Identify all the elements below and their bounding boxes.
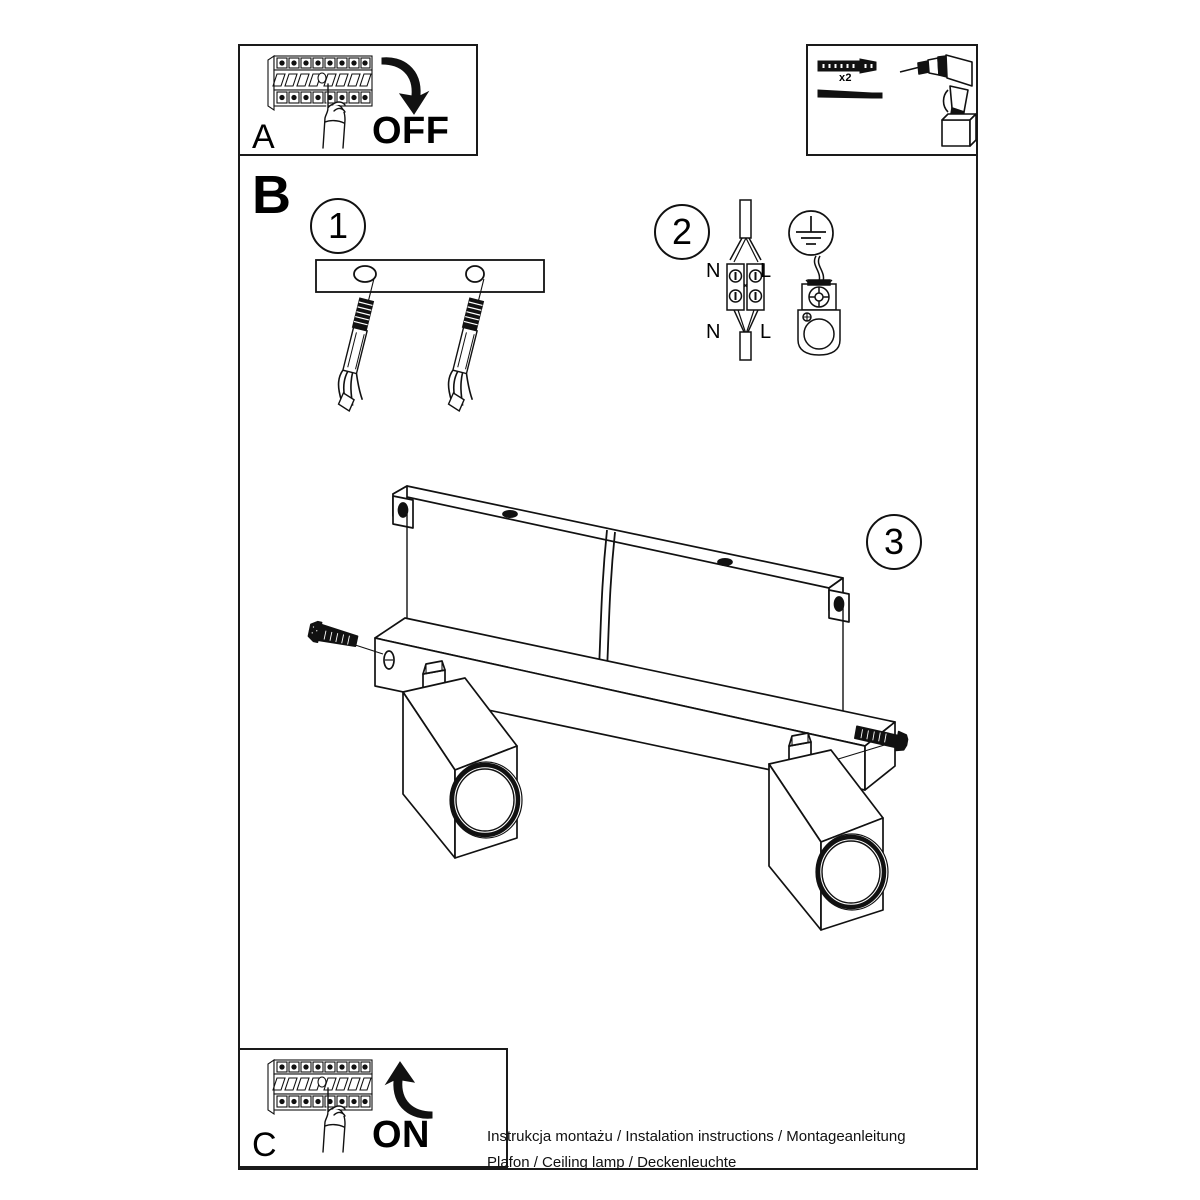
step-1-mounting-diagram xyxy=(315,259,545,412)
terminal-label-l-top: L xyxy=(760,260,772,282)
arrow-up-on-icon xyxy=(384,1061,433,1119)
terminal-label-n-bottom: N xyxy=(706,321,721,343)
section-a-letter: A xyxy=(252,118,275,156)
circuit-breaker-panel-on-icon xyxy=(267,1058,373,1116)
step-2-badge: 2 xyxy=(654,204,710,260)
on-label: ON xyxy=(372,1114,430,1156)
off-label: OFF xyxy=(372,110,450,152)
footer-text-block: Instrukcja montażu / Instalation instruc… xyxy=(487,1124,957,1176)
section-c-letter: C xyxy=(252,1126,277,1164)
footer-line-1: Instrukcja montażu / Instalation instruc… xyxy=(487,1128,906,1145)
section-b-letter: B xyxy=(252,165,291,225)
terminal-label-l-bottom: L xyxy=(760,321,772,343)
step-3-badge: 3 xyxy=(866,514,922,570)
arrow-down-off-icon xyxy=(381,57,430,115)
footer-line-2: Plafon / Ceiling lamp / Deckenleuchte xyxy=(487,1154,737,1171)
quantity-label: x2 xyxy=(839,72,852,84)
terminal-label-n-top: N xyxy=(706,260,721,282)
earth-ground-symbol-icon xyxy=(788,210,834,256)
hand-pointing-icon-a xyxy=(322,83,346,149)
cable-gland-connector-icon xyxy=(797,255,841,356)
wall-plug-anchor-icon xyxy=(817,58,877,74)
step-3-lamp-assembly-diagram xyxy=(307,485,909,931)
screw-icon xyxy=(817,89,883,99)
step-2-wiring-terminal-block xyxy=(726,199,765,361)
step-1-badge: 1 xyxy=(310,198,366,254)
power-drill-icon xyxy=(899,54,977,147)
hand-pointing-icon-c xyxy=(322,1087,346,1153)
circuit-breaker-panel-off-icon xyxy=(267,54,373,112)
